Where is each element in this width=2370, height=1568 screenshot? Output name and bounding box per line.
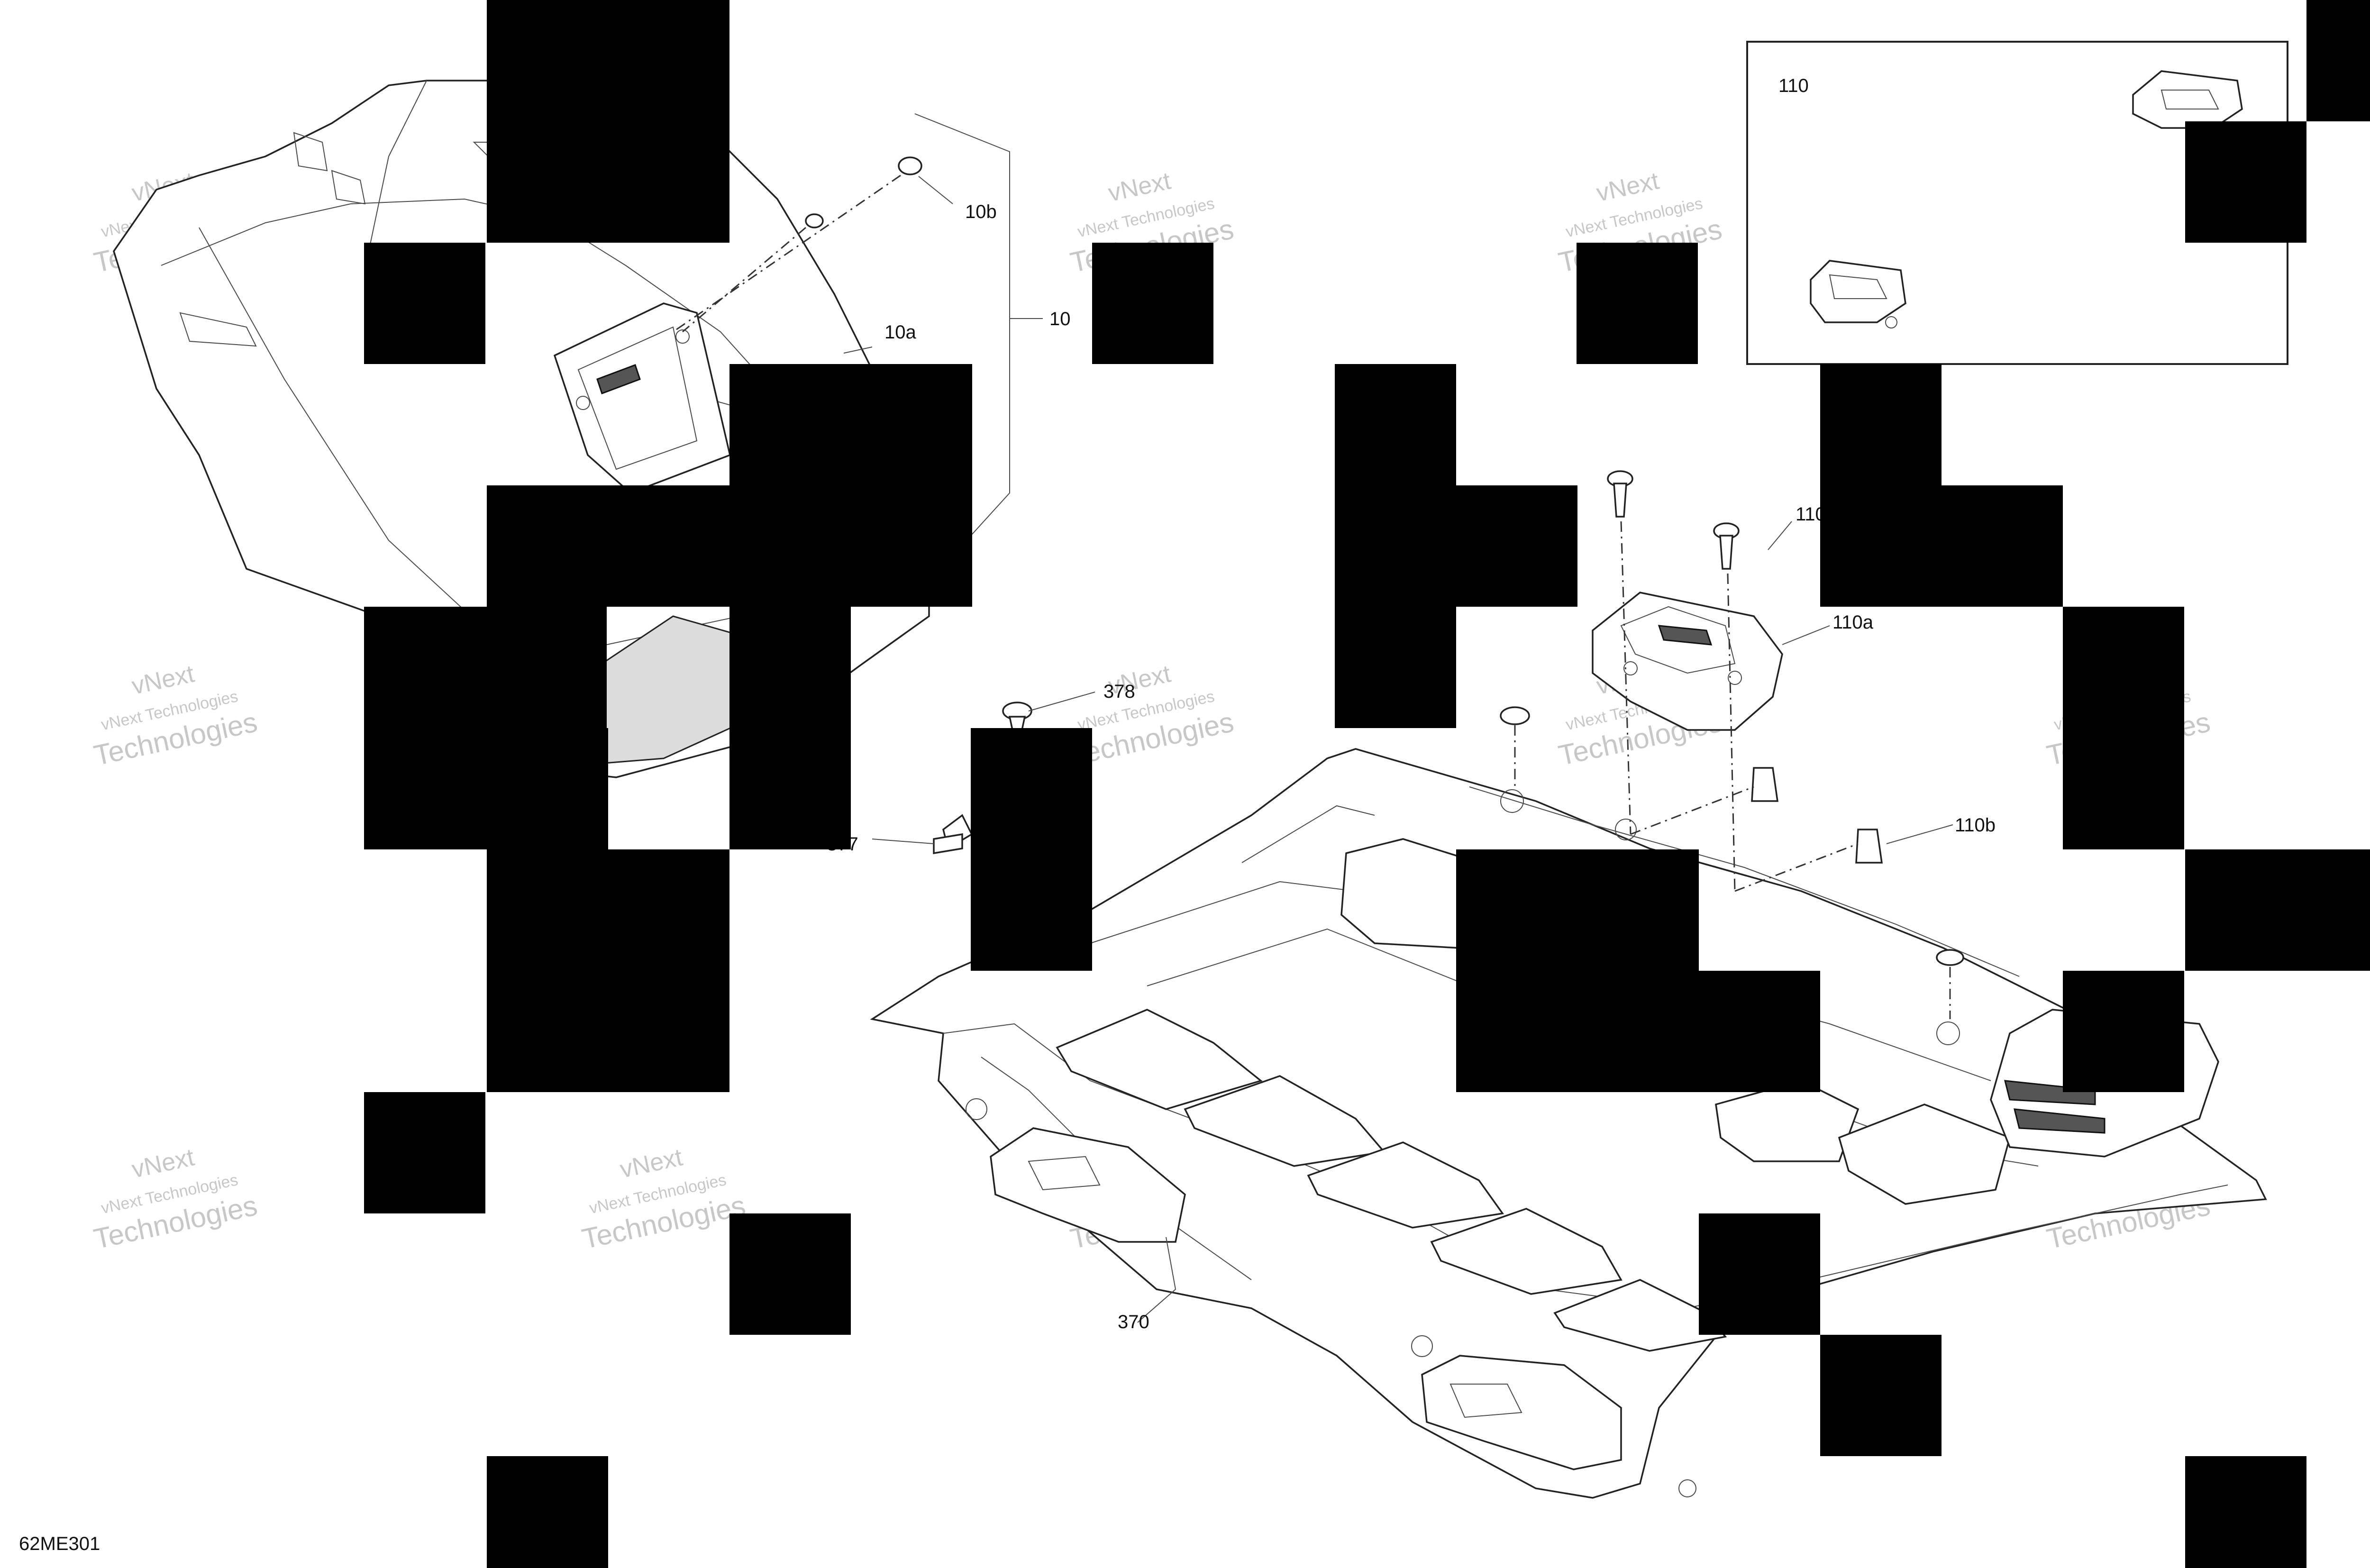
leader-lines-lower	[872, 521, 1953, 1323]
callout-110b: 110b	[1955, 815, 1996, 836]
watermark-line-2: vNext	[1594, 167, 1662, 207]
callout-10a: 10a	[884, 322, 916, 343]
watermark-line-2: vNext	[618, 1143, 685, 1183]
callout-10: 10	[1049, 309, 1071, 329]
watermark-line-2: vNext	[1106, 167, 1174, 207]
callout-10b: 10b	[965, 201, 997, 222]
watermark-line-2: vNext	[129, 1143, 197, 1183]
screw-10b	[673, 156, 922, 333]
fasteners-377-378	[933, 702, 1032, 855]
diagram-id: 62ME301	[19, 1533, 100, 1554]
callout-378: 378	[1103, 681, 1135, 702]
redaction-blocks	[364, 0, 2370, 1568]
callout-370: 370	[1118, 1312, 1149, 1332]
handle-110a	[1592, 592, 1783, 731]
callout-110-inset: 110	[1778, 75, 1809, 96]
callout-110a: 110a	[1832, 612, 1874, 633]
fasteners-110	[1500, 470, 1964, 1019]
callout-labels: 10b 10a 10 110 110 110a 110b 378 377 370…	[19, 75, 1996, 1554]
watermark-line-2: vNext	[129, 660, 197, 700]
